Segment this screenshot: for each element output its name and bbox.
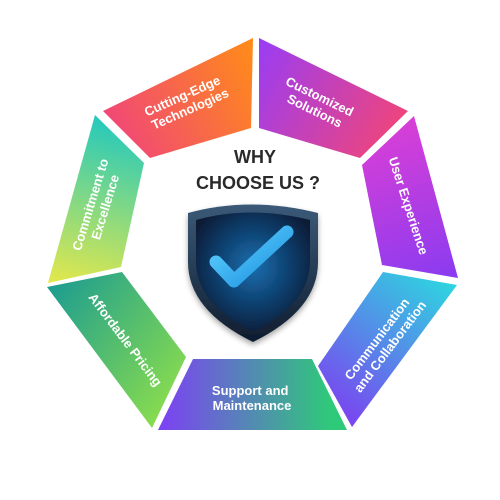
segment-customized: Customized Solutions bbox=[259, 38, 408, 158]
center-title-line-1: WHY bbox=[234, 147, 276, 167]
check-mark-icon bbox=[209, 225, 294, 288]
center-title: WHY CHOOSE US ? bbox=[196, 147, 320, 193]
segment-commitment-shape bbox=[48, 115, 144, 283]
shield-check-icon bbox=[188, 204, 318, 342]
segment-support-label-2: Maintenance bbox=[213, 398, 292, 413]
segment-affordable: Affordable Pricing bbox=[47, 272, 186, 428]
segment-commitment: Commitment to Excellence bbox=[48, 115, 144, 283]
segment-user-experience-shape bbox=[362, 116, 458, 278]
segment-user-experience: User Experience bbox=[362, 116, 458, 278]
segment-communication: Communication and Collaboration bbox=[318, 272, 457, 427]
segment-support-shape bbox=[158, 359, 347, 430]
segment-cutting-edge: Cutting-Edge Technologies bbox=[103, 38, 253, 158]
segment-customized-shape bbox=[259, 38, 408, 158]
segment-support: Support and Maintenance bbox=[158, 359, 347, 430]
segment-communication-shape bbox=[318, 272, 457, 427]
center-title-line-2: CHOOSE US ? bbox=[196, 173, 320, 193]
segment-support-label-1: Support and bbox=[212, 383, 289, 398]
svg-text:Support and Maintenance: Support and Maintenance bbox=[212, 383, 292, 413]
segment-affordable-shape bbox=[47, 272, 186, 428]
segment-cutting-edge-shape bbox=[103, 38, 253, 158]
